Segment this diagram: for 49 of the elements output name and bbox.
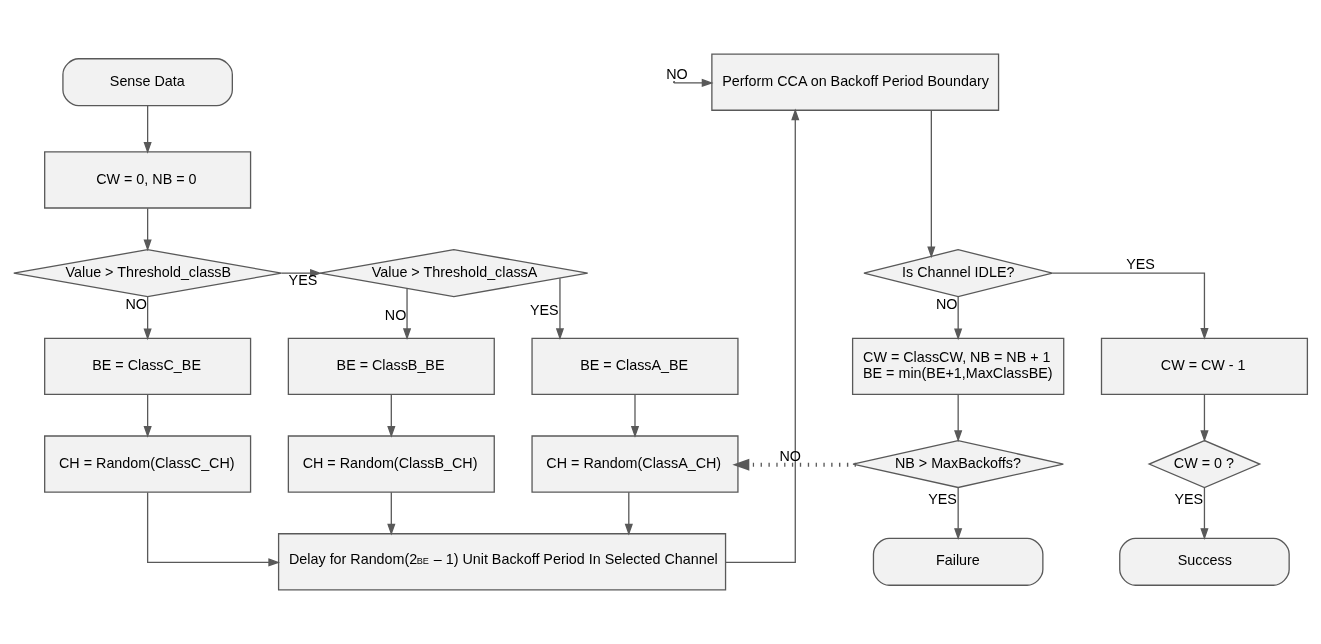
node-box: CH = Random(ClassB_CH) [287, 435, 495, 493]
arrow [143, 207, 152, 252]
arrow [624, 491, 633, 536]
arrow [1051, 272, 1209, 340]
arrow [143, 105, 152, 154]
edge-label: NO [125, 295, 147, 312]
arrow [402, 287, 412, 341]
node-box: Delay for Random(2BE – 1) Unit Backoff Period In Selected Channel [277, 533, 727, 591]
node-diamond: Value > Threshold_classB [13, 249, 283, 298]
edge-label: YES [1126, 255, 1155, 272]
arrow [387, 491, 396, 536]
node-box: CH = Random(ClassC_CH) [44, 435, 252, 493]
node-box: BE = ClassB_BE [287, 337, 495, 395]
arrow [1200, 487, 1209, 540]
arrow [954, 296, 963, 341]
edge-label: YES [529, 301, 559, 318]
node-box: Perform CCA on Backoff Period Boundary [711, 53, 1000, 111]
arrow [954, 393, 963, 443]
node-diamond: CW = 0 ? [1147, 439, 1262, 489]
arrow [1200, 393, 1209, 443]
arrow [143, 296, 152, 341]
edge-label: YES [1174, 491, 1204, 508]
arrow [147, 491, 281, 567]
arrow [673, 78, 714, 87]
node-box: CW = ClassCW, NB = NB + 1 BE = min(BE+1,MaxClassBE) [851, 337, 1065, 395]
arrow [954, 487, 963, 540]
edge-label: NO [936, 295, 958, 312]
edge-label: NO [666, 65, 688, 82]
arrow [725, 108, 800, 564]
node-box: CH = Random(ClassA_CH) [531, 435, 739, 493]
arrow [143, 393, 152, 438]
arrow [732, 458, 856, 471]
arrow [387, 393, 396, 438]
edge-label: YES [928, 491, 957, 508]
node-box: BE = ClassA_BE [531, 337, 739, 395]
edge-label: NO [384, 307, 407, 324]
node-box: Sense Data [62, 58, 233, 107]
node-diamond: NB > MaxBackoffs? [852, 439, 1064, 489]
node-box: Failure [872, 537, 1044, 586]
node-box: Success [1119, 537, 1290, 586]
node-box: BE = ClassC_BE [44, 337, 252, 395]
node-diamond: Value > Threshold_classA [319, 249, 589, 298]
node-box: CW = 0, NB = 0 [44, 151, 252, 209]
node-diamond: Is Channel IDLE? [863, 249, 1053, 298]
edge-label: YES [288, 271, 318, 288]
arrow [630, 393, 640, 438]
arrow [927, 109, 936, 259]
node-box: CW = CW - 1 [1100, 337, 1309, 395]
arrow [555, 277, 565, 340]
